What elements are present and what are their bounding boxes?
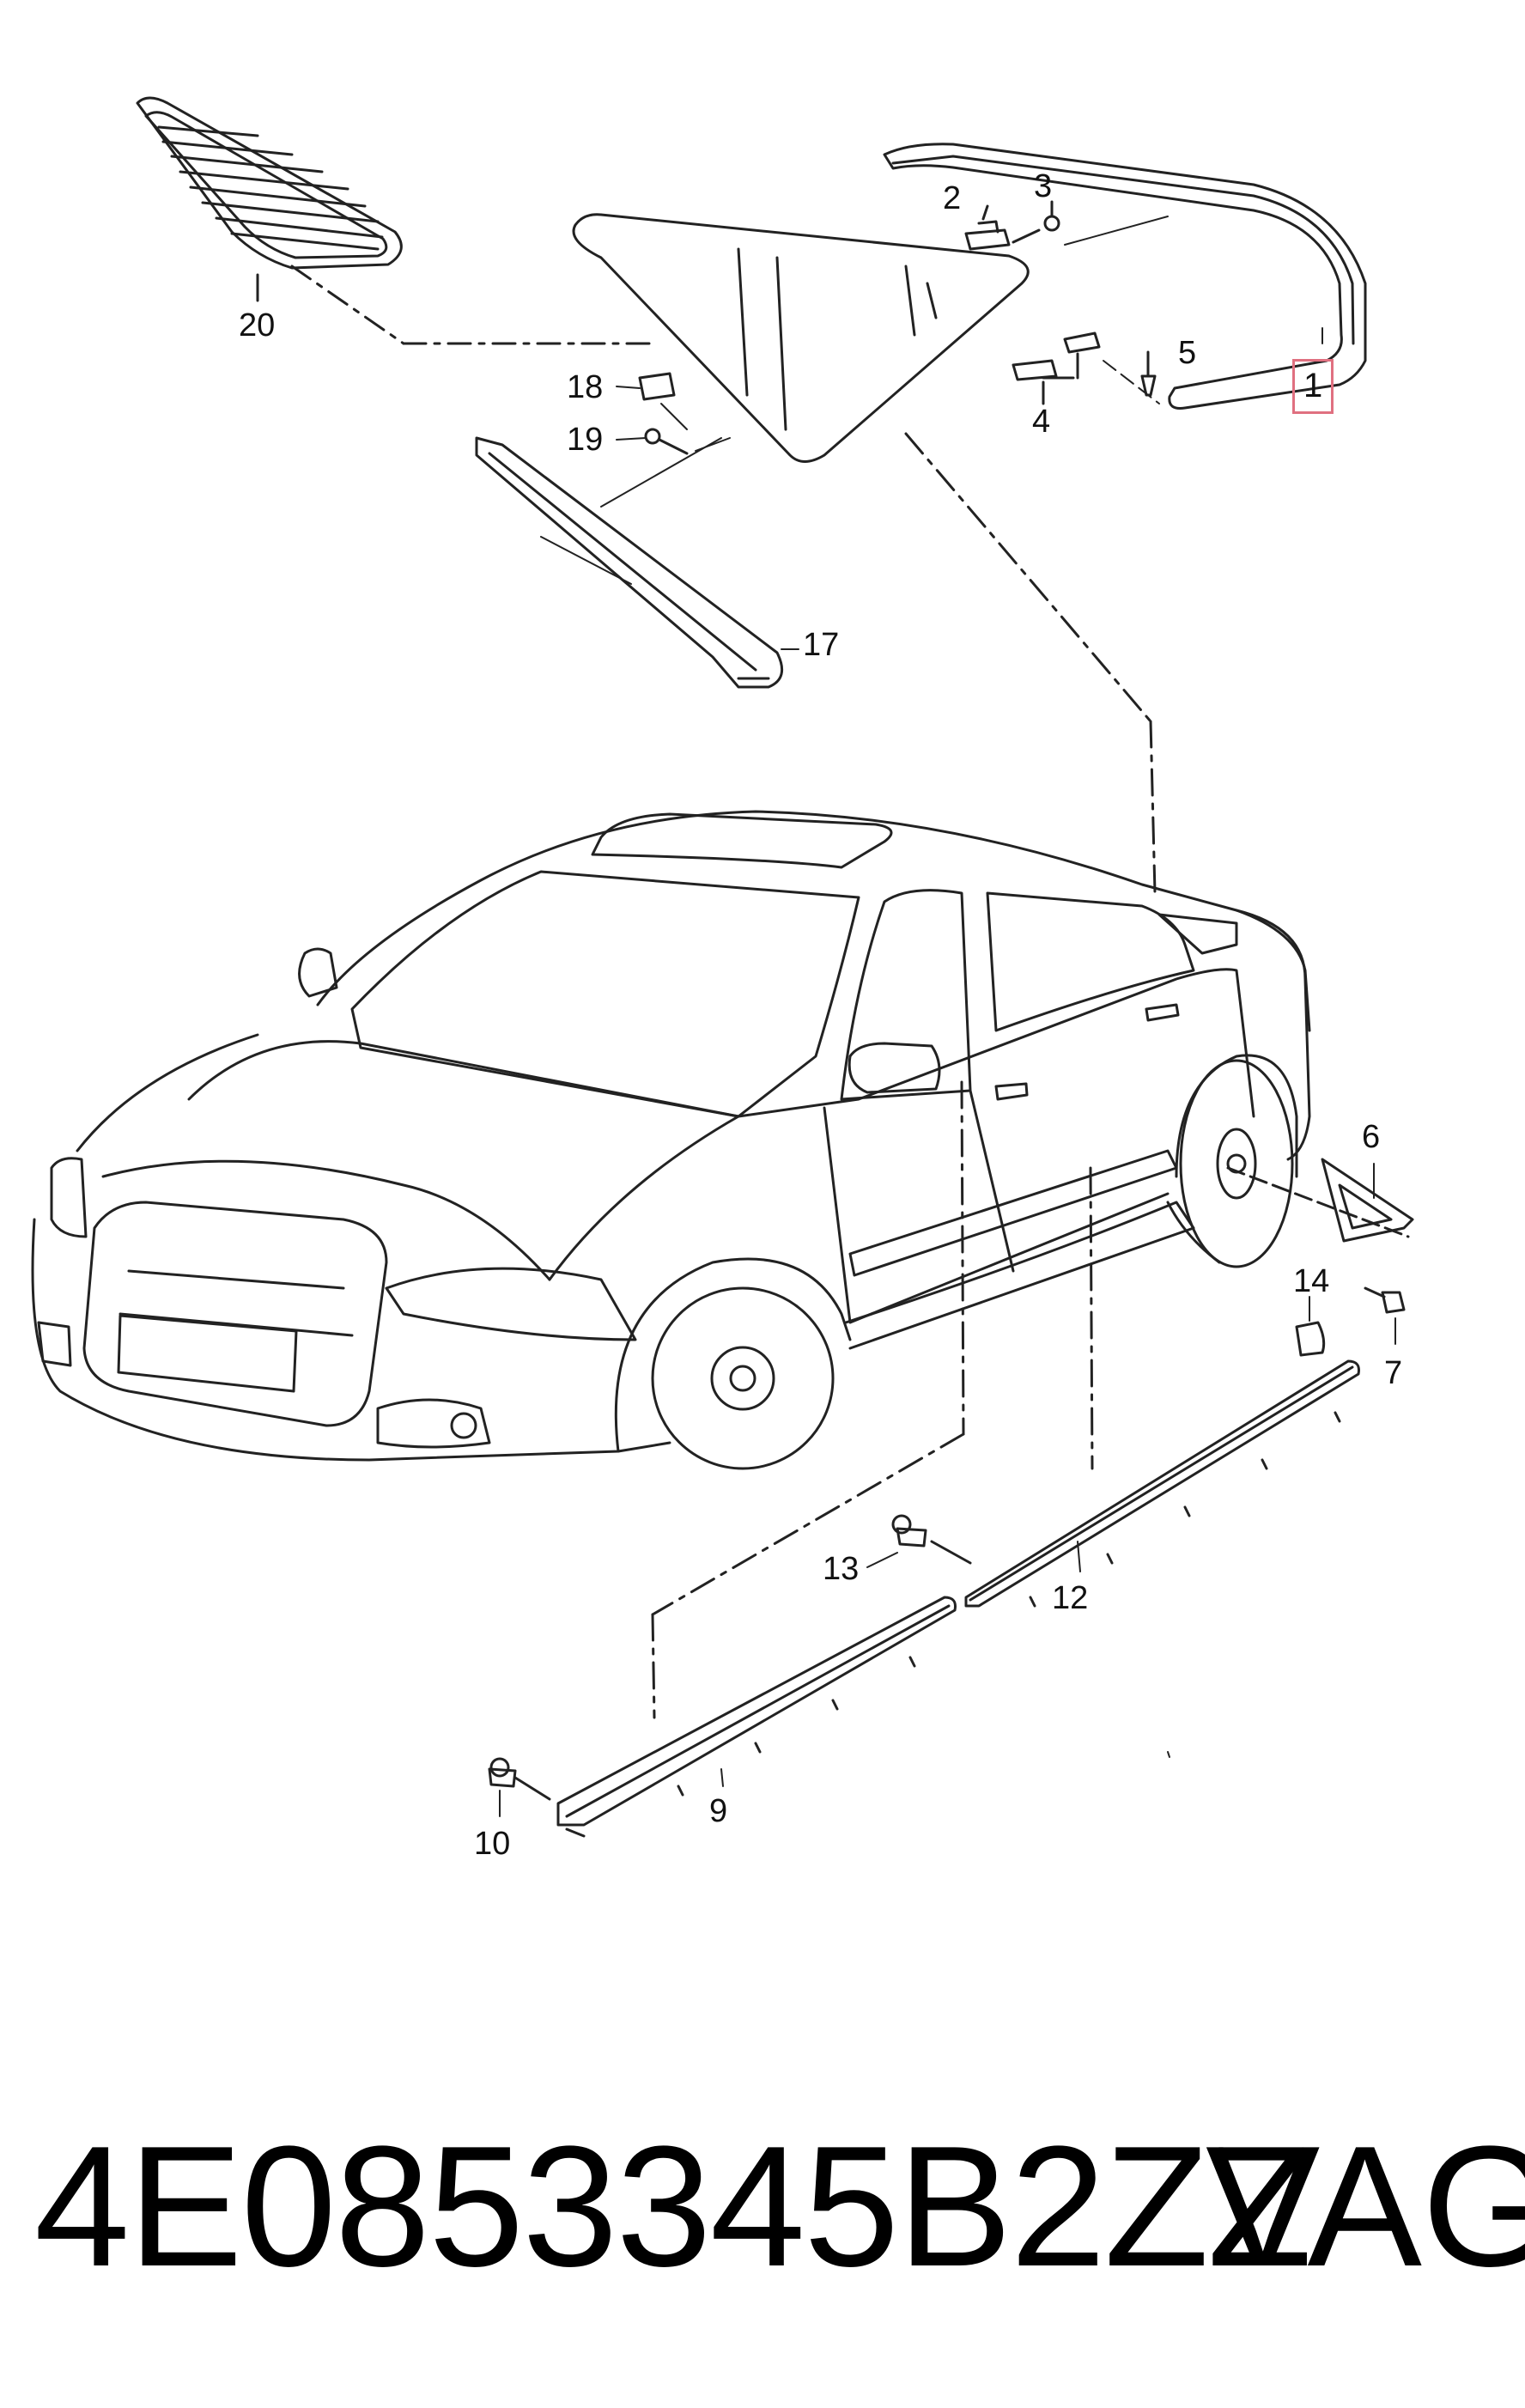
callout-13[interactable]: 13 [823, 1551, 860, 1587]
part-5-screw [1140, 350, 1157, 397]
car-illustration [31, 810, 1311, 1470]
part-7-bolt [1364, 1286, 1406, 1345]
callout-17[interactable]: 17 [803, 627, 840, 663]
part-20-vent-glass [136, 96, 403, 270]
part-1-window-trim [883, 143, 1367, 410]
part-3-pin [1012, 200, 1060, 244]
brand-name: VAG [1206, 2111, 1525, 2302]
footer: 4E0853345B2ZZ VAG [0, 2121, 1525, 2310]
part-13-clip [866, 1514, 972, 1568]
part-19-screw [616, 428, 689, 455]
callout-3[interactable]: 3 [1034, 168, 1053, 204]
callout-7[interactable]: 7 [1384, 1355, 1403, 1391]
callout-2[interactable]: 2 [943, 180, 962, 216]
callout-5[interactable]: 5 [1178, 335, 1197, 371]
part-10-clip [488, 1757, 551, 1817]
callout-9[interactable]: 9 [709, 1793, 728, 1829]
callout-4[interactable]: 4 [1032, 404, 1051, 440]
callout-10[interactable]: 10 [474, 1826, 511, 1862]
part-quarter-glass [572, 213, 1030, 463]
dash-20 [290, 265, 405, 345]
part-9-sill-trim [556, 1596, 957, 1838]
part-2-clip [964, 204, 1011, 251]
callout-18[interactable]: 18 [567, 369, 604, 405]
part-4-clip [1012, 331, 1101, 405]
part-14-end-cap [1295, 1296, 1326, 1357]
callout-20[interactable]: 20 [239, 307, 276, 344]
part-6-triangle-trim [1321, 1158, 1414, 1243]
callout-6[interactable]: 6 [1362, 1119, 1381, 1155]
callout-14[interactable]: 14 [1293, 1263, 1330, 1299]
part-number: 4E0853345B2ZZ [34, 2111, 1312, 2302]
callout-1[interactable]: 1 [1292, 359, 1334, 414]
part-12-sill-trim [964, 1359, 1360, 1608]
part-17-pillar-trim [475, 436, 784, 689]
callout-19[interactable]: 19 [567, 422, 604, 458]
callout-12[interactable]: 12 [1052, 1580, 1089, 1616]
part-18-clip [616, 372, 676, 401]
